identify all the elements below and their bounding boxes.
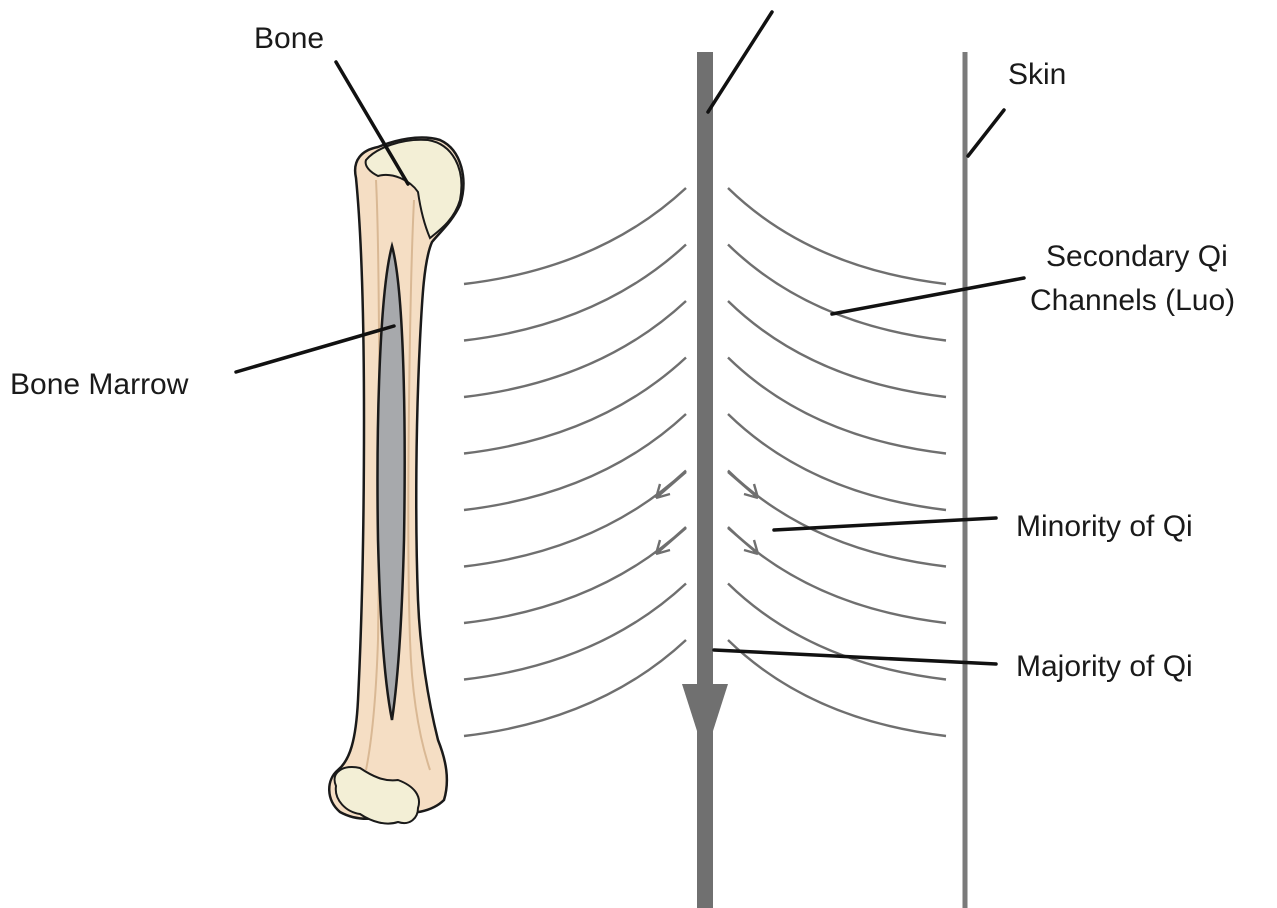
primary-channel-arrowhead xyxy=(682,684,728,756)
primary-channel-leader xyxy=(708,12,772,112)
label-secondary-line1: Secondary Qi xyxy=(1046,240,1228,273)
minority-arrow-left-1 xyxy=(656,472,686,498)
leader-lines xyxy=(236,12,1024,664)
label-majority: Majority of Qi xyxy=(1016,650,1193,683)
luo-curve-left xyxy=(464,471,686,567)
luo-curve-left xyxy=(464,245,686,341)
primary-channel-bar xyxy=(697,52,713,908)
primary-channel xyxy=(682,52,728,908)
luo-curve-left xyxy=(464,527,686,623)
minority-arrow-left-2 xyxy=(656,528,686,554)
minority-arrow-right-1 xyxy=(728,472,758,498)
label-bone-marrow: Bone Marrow xyxy=(10,368,189,401)
luo-curve-left xyxy=(464,301,686,397)
label-minority: Minority of Qi xyxy=(1016,510,1193,543)
label-skin: Skin xyxy=(1008,58,1066,91)
minority-arrow-right-2 xyxy=(728,528,758,554)
luo-curve-right xyxy=(728,188,946,284)
luo-curve-left xyxy=(464,188,686,284)
secondary-channels-leader xyxy=(832,278,1024,314)
label-secondary-line2: Channels (Luo) xyxy=(1030,284,1235,317)
majority-leader xyxy=(714,650,996,664)
luo-curves-left xyxy=(464,188,686,736)
luo-curve-left xyxy=(464,414,686,510)
label-bone: Bone xyxy=(254,22,324,55)
luo-curve-left xyxy=(464,640,686,736)
luo-curve-left xyxy=(464,358,686,454)
luo-curve-left xyxy=(464,584,686,680)
bone-illustration xyxy=(329,138,463,824)
skin-leader xyxy=(968,110,1004,156)
labels: Bone Bone Marrow Skin Secondary Qi Chann… xyxy=(10,22,1235,683)
